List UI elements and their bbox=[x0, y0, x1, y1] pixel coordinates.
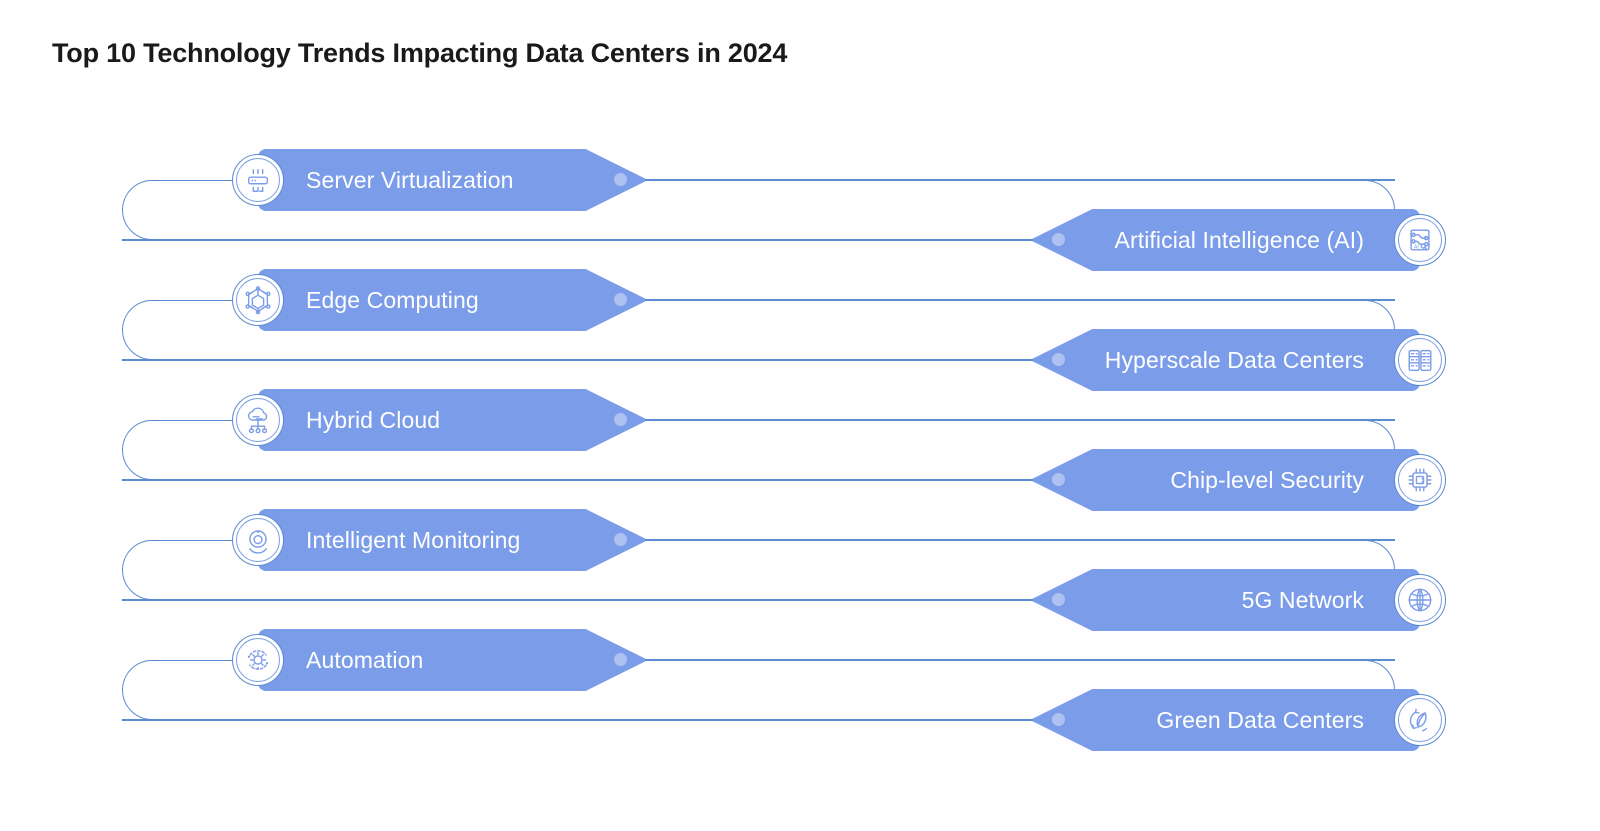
cube-network-icon bbox=[232, 274, 284, 326]
trend-arrow-left[interactable]: Edge Computing bbox=[258, 269, 648, 331]
trend-arrow-right[interactable]: Chip-level Security bbox=[1030, 449, 1420, 511]
badge-ring: AI bbox=[1398, 218, 1442, 262]
page-title: Top 10 Technology Trends Impacting Data … bbox=[52, 38, 788, 68]
badge-ring bbox=[236, 158, 280, 202]
connector-line bbox=[645, 539, 1395, 541]
trend-label: Artificial Intelligence (AI) bbox=[1114, 226, 1364, 253]
connector-dot bbox=[1052, 233, 1065, 246]
connector-dot bbox=[1052, 713, 1065, 726]
connector-line bbox=[122, 359, 1033, 361]
trend-label: Server Virtualization bbox=[306, 166, 514, 193]
connector-dot bbox=[614, 653, 627, 666]
connector-dot bbox=[614, 413, 627, 426]
trend-label: Chip-level Security bbox=[1170, 466, 1364, 493]
connector-dot bbox=[1052, 353, 1065, 366]
trend-label: Edge Computing bbox=[306, 286, 479, 313]
badge-ring bbox=[1398, 458, 1442, 502]
monitoring-camera-icon bbox=[232, 514, 284, 566]
badge-ring bbox=[1398, 338, 1442, 382]
trend-label: Green Data Centers bbox=[1156, 706, 1364, 733]
connector-dot bbox=[614, 173, 627, 186]
connector-dot bbox=[614, 533, 627, 546]
badge-ring bbox=[1398, 698, 1442, 742]
connector-dot bbox=[614, 293, 627, 306]
trend-arrow-right[interactable]: Hyperscale Data Centers bbox=[1030, 329, 1420, 391]
connector-line bbox=[645, 419, 1395, 421]
connector-line bbox=[645, 299, 1395, 301]
badge-ring bbox=[236, 398, 280, 442]
badge-ring bbox=[236, 638, 280, 682]
badge-ring bbox=[236, 278, 280, 322]
trend-label: 5G Network bbox=[1241, 586, 1364, 613]
connector-line bbox=[122, 599, 1033, 601]
connector-line bbox=[645, 179, 1395, 181]
trend-label: Hyperscale Data Centers bbox=[1104, 346, 1364, 373]
badge-ring bbox=[236, 518, 280, 562]
connector-dot bbox=[1052, 593, 1065, 606]
badge-ring bbox=[1398, 578, 1442, 622]
leaf-recycle-icon bbox=[1394, 694, 1446, 746]
trend-label: Intelligent Monitoring bbox=[306, 526, 521, 553]
connector-line bbox=[122, 719, 1033, 721]
trend-arrow-left[interactable]: Server Virtualization bbox=[258, 149, 648, 211]
connector-line bbox=[122, 239, 1033, 241]
trend-arrow-right[interactable]: Artificial Intelligence (AI) bbox=[1030, 209, 1420, 271]
connector-dot bbox=[1052, 473, 1065, 486]
cpu-chip-icon bbox=[1394, 454, 1446, 506]
ai-chip-icon: AI bbox=[1394, 214, 1446, 266]
gear-orbit-icon bbox=[232, 634, 284, 686]
trend-arrow-right[interactable]: Green Data Centers bbox=[1030, 689, 1420, 751]
trend-arrow-left[interactable]: Automation bbox=[258, 629, 648, 691]
server-racks-icon bbox=[1394, 334, 1446, 386]
server-rack-icon bbox=[232, 154, 284, 206]
cloud-network-icon bbox=[232, 394, 284, 446]
globe-icon bbox=[1394, 574, 1446, 626]
trend-arrow-left[interactable]: Intelligent Monitoring bbox=[258, 509, 648, 571]
connector-line bbox=[645, 659, 1395, 661]
trend-arrow-left[interactable]: Hybrid Cloud bbox=[258, 389, 648, 451]
svg-text:AI: AI bbox=[1414, 244, 1419, 250]
connector-line bbox=[122, 479, 1033, 481]
trend-label: Automation bbox=[306, 646, 424, 673]
trend-arrow-right[interactable]: 5G Network bbox=[1030, 569, 1420, 631]
trend-label: Hybrid Cloud bbox=[306, 406, 441, 433]
